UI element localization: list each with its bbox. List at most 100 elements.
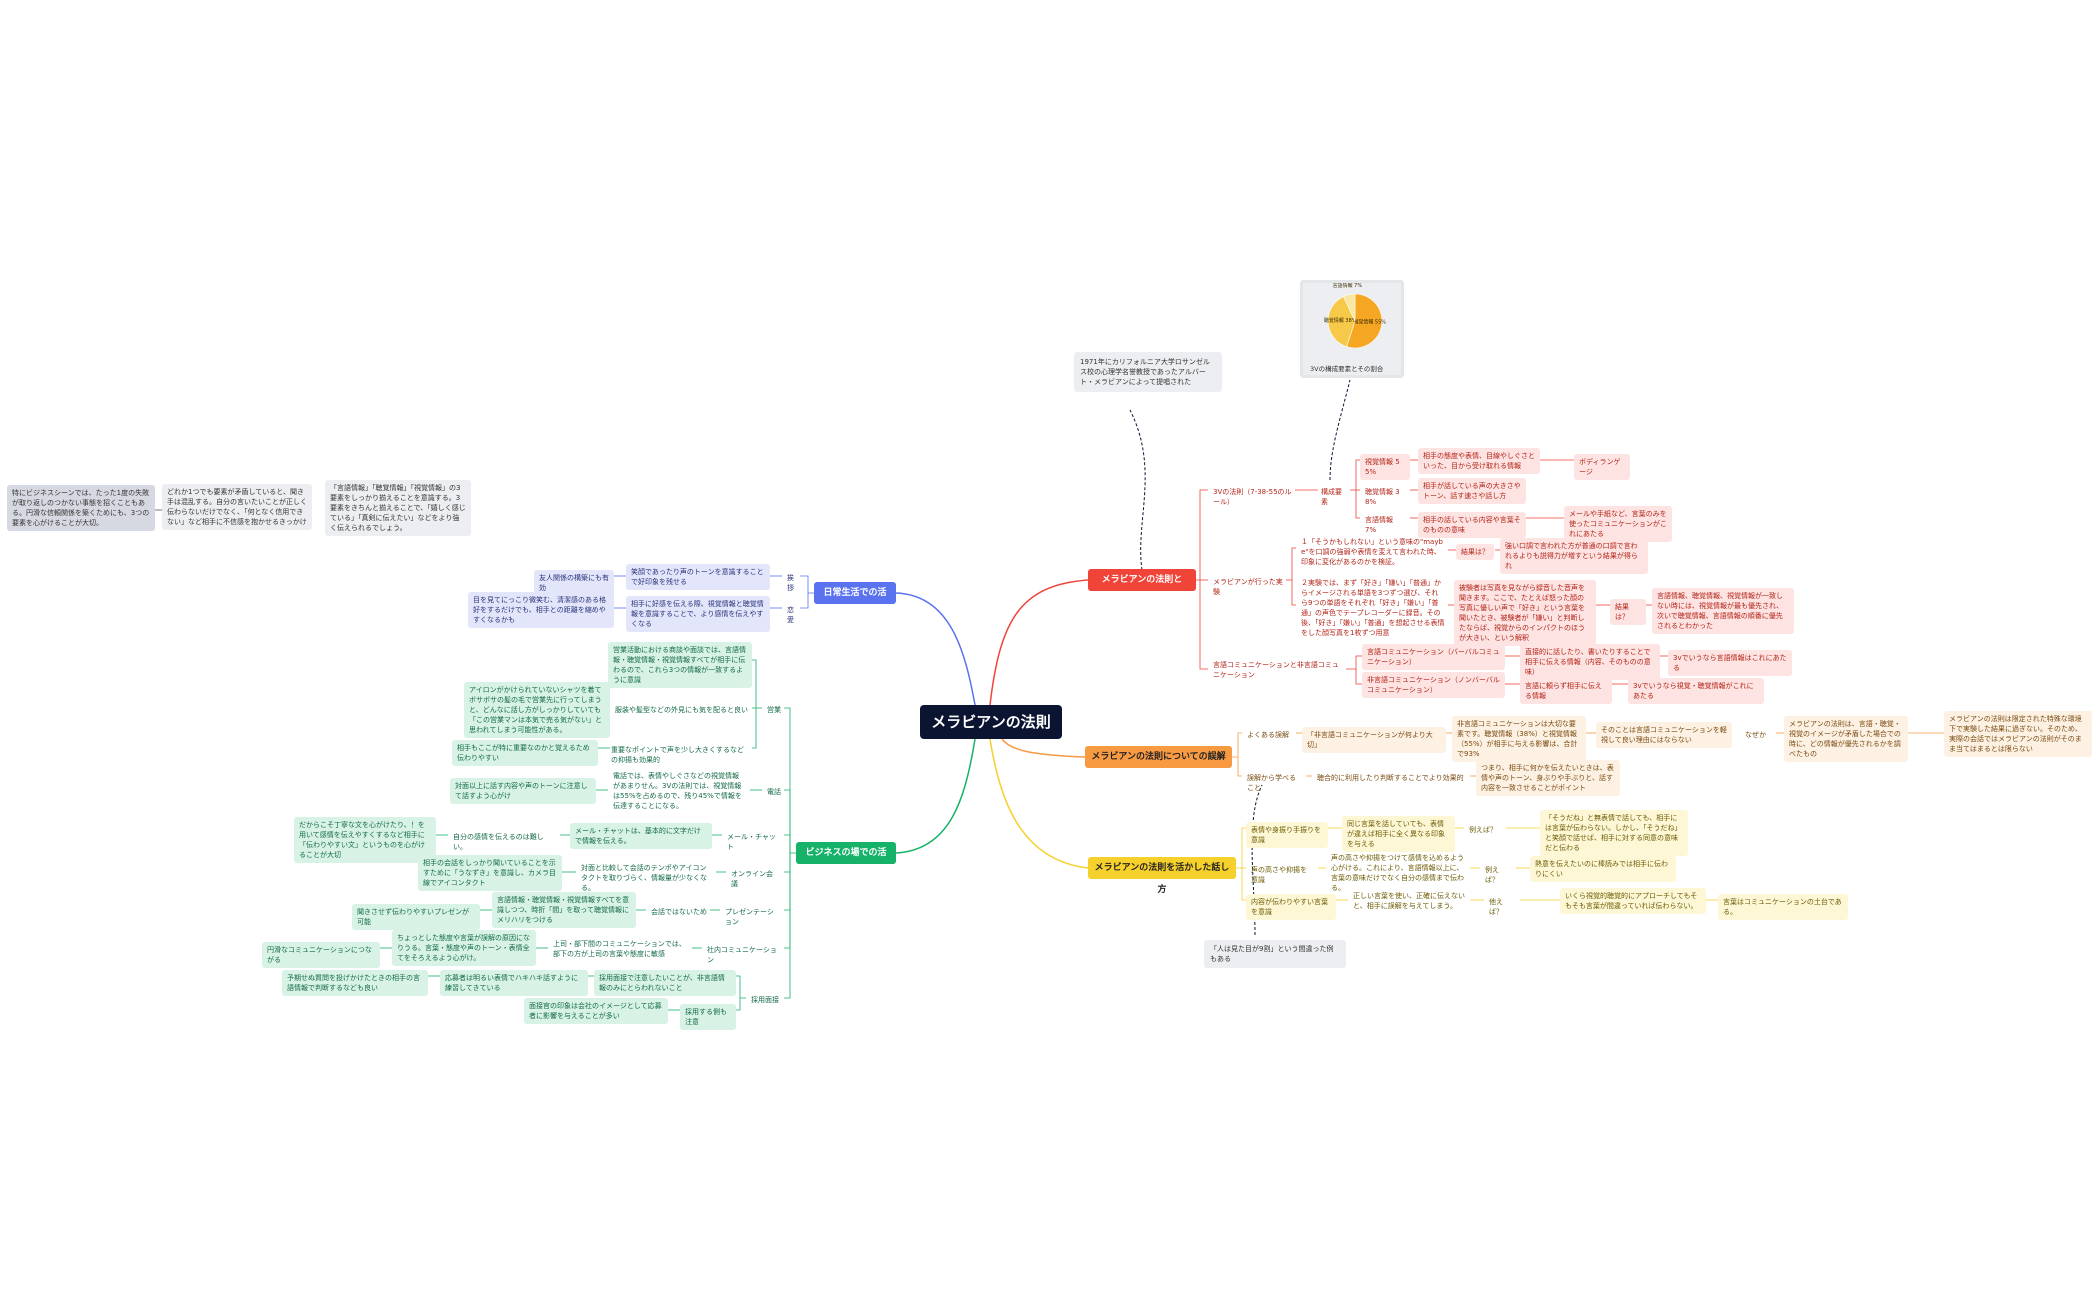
node-gesture[interactable]: 表情や身振り手振りを意識 bbox=[1246, 822, 1328, 848]
node-interviewer-caution[interactable]: 採用する側も注意 bbox=[680, 1004, 736, 1030]
node-sales-appearance-desc[interactable]: アイロンがかけられていないシャツを着てボサボサの髪の毛で営業先に行ってしまうと、… bbox=[464, 682, 610, 738]
node-auditory-38[interactable]: 聴覚情報 38% bbox=[1365, 488, 1400, 506]
node-misunderstanding-quote[interactable]: 「非言語コミュニケーションが何より大切」 bbox=[1302, 727, 1446, 753]
node-experiment[interactable]: メラビアンが行った実験 bbox=[1213, 578, 1283, 596]
node-online-meeting-tip[interactable]: 相手の会話をしっかり聞いていることを示すために「うなずき」を意識し、カメラ目線で… bbox=[418, 855, 562, 891]
node-experiment-2-detail[interactable]: 被験者は写真を見ながら録音した音声を聞きます。ここで、たとえば怒った顔の写真に優… bbox=[1454, 580, 1596, 646]
branch-how-to-talk[interactable]: メラビアンの法則を活かした話し方 bbox=[1088, 857, 1236, 895]
node-verbal-example[interactable]: メールや手紙など、言葉のみを使ったコミュニケーションがこれにあたる bbox=[1564, 506, 1672, 542]
node-nonverbal-important[interactable]: 非言語コミュニケーションは大切な要素です。聴覚情報（38%）と視覚情報（55%）… bbox=[1452, 716, 1586, 762]
branch-daily-life[interactable]: 日常生活での活用 bbox=[814, 582, 896, 620]
node-interview-nonverbal[interactable]: 採用面接で注意したいことが、非言語情報のみにとらわれないこと bbox=[594, 970, 736, 996]
note-three-elements[interactable]: 「言語情報」「聴覚情報」「視覚情報」の3要素をしっかり揃えることを意識する。3要… bbox=[325, 480, 471, 536]
node-visual-desc[interactable]: 相手の態度や表情、目線やしぐさといった、目から受け取れる情報 bbox=[1418, 448, 1540, 474]
node-nonverbal-comm[interactable]: 非言語コミュニケーション（ノンバーバルコミュニケーション） bbox=[1362, 672, 1505, 698]
node-internal-comm[interactable]: 社内コミュニケーション bbox=[707, 946, 777, 964]
node-phone[interactable]: 電話 bbox=[767, 788, 781, 796]
node-visual-55[interactable]: 視覚情報 55% bbox=[1360, 454, 1410, 480]
node-romance[interactable]: 恋愛 bbox=[787, 606, 794, 624]
node-verbal-nonverbal[interactable]: 言語コミュニケーションと非言語コミュニケーション bbox=[1213, 661, 1339, 679]
node-3v-rule[interactable]: 3Vの法則（7-38-55のルール） bbox=[1213, 488, 1292, 506]
pie-slice-1 bbox=[1327, 296, 1356, 348]
node-presentation-not-conversation[interactable]: 会話ではないため bbox=[651, 908, 707, 916]
node-greeting-desc[interactable]: 笑顔であったり声のトーンを意識することで好印象を残せる bbox=[626, 564, 770, 590]
node-sales-intonation[interactable]: 重要なポイントで声を少し大きくするなどの抑揚も効果的 bbox=[611, 746, 744, 764]
node-sales-desc[interactable]: 営業活動における商談や面談では、言語情報・聴覚情報・視覚情報すべてが相手に伝わる… bbox=[608, 642, 752, 688]
node-verbal-7[interactable]: 言語情報 7% bbox=[1365, 516, 1393, 534]
node-presentation-desc[interactable]: 言語情報・聴覚情報・視覚情報すべてを意識しつつ、時折「間」を取って聴覚情報にメリ… bbox=[492, 892, 636, 928]
node-phone-tip[interactable]: 対面以上に話す内容や声のトーンに注意して話すよう心がけ bbox=[450, 778, 596, 804]
node-gesture-desc[interactable]: 同じ言葉を話していても、表情が違えば相手に全く異なる印象を与える bbox=[1342, 816, 1455, 852]
branch-misunderstanding[interactable]: メラビアンの法則についての誤解 bbox=[1085, 746, 1232, 768]
node-voice[interactable]: 声の高さや抑揚を意識 bbox=[1251, 866, 1307, 884]
node-internal-comm-result[interactable]: 円滑なコミュニケーションにつながる bbox=[262, 942, 380, 968]
node-why-answer[interactable]: メラビアンの法則は、言語・聴覚・視覚のイメージが矛盾した場合での時に、どの情報が… bbox=[1784, 716, 1908, 762]
node-experiment-1[interactable]: １「そうかもしれない」という意味の"maybe"を口調の強弱や表情を変えて言われ… bbox=[1301, 538, 1443, 566]
node-lessons-combined[interactable]: 聴合的に利用したり判断することでより効果的 bbox=[1317, 774, 1464, 782]
node-nonverbal-comm-3v[interactable]: 3vでいうなら視覚・聴覚情報がこれにあたる bbox=[1628, 678, 1764, 704]
branch-what-is[interactable]: メラビアンの法則とは？ bbox=[1088, 569, 1196, 607]
node-auditory-desc[interactable]: 相手が話している声の大きさやトーン、話す速さや話し方 bbox=[1418, 478, 1526, 504]
note-contradiction[interactable]: どれか1つでも要素が矛盾していると、聞き手は混乱する。自分の言いたいことが正しく… bbox=[162, 484, 312, 530]
node-words-example[interactable]: 他えば？ bbox=[1489, 898, 1503, 916]
node-nonverbal-comm-desc[interactable]: 言語に頼らず相手に伝える情報 bbox=[1520, 678, 1612, 704]
node-romance-tip[interactable]: 目を見てにっこり微笑む、清潔感のある格好をするだけでも、相手との距離を縮めやすく… bbox=[468, 592, 614, 628]
pie-chart: 視覚情報 55%聴覚情報 38%言語情報 7% bbox=[1324, 283, 1386, 349]
node-romance-desc[interactable]: 相手に好感を伝える際、視覚情報と聴覚情報を意識することで、より感情を伝えやすくな… bbox=[626, 596, 770, 632]
node-greeting-friends[interactable]: 友人関係の構築にも有効 bbox=[534, 570, 614, 596]
node-not-ignore-verbal[interactable]: そのことは言語コミュニケーションを軽視して良い理由にはならない bbox=[1596, 722, 1732, 748]
node-email-emotion[interactable]: 自分の感情を伝えるのは難しい。 bbox=[453, 833, 544, 851]
node-words-example-desc[interactable]: いくら視覚的聴覚的にアプローチしてもそもそも言葉が間違っていれば伝わらない。 bbox=[1560, 888, 1706, 914]
node-internal-comm-tip[interactable]: ちょっとした態度や言葉が誤解の原因になりうる。言葉・態度や声のトーン・表情全てを… bbox=[392, 930, 536, 966]
node-verbal-comm-3v[interactable]: 3vでいうなら言語情報はこれにあたる bbox=[1668, 650, 1792, 676]
node-lessons-point[interactable]: つまり、相手に何かを伝えたいときは、表情や声のトーン、身ぶりや手ぶりと、話す内容… bbox=[1476, 760, 1620, 796]
node-experiment-2[interactable]: ２実験では、まず「好き」「嫌い」「普通」からイメージされる単語を3つずつ選び、そ… bbox=[1301, 579, 1445, 637]
node-lessons[interactable]: 誤解から学べること bbox=[1247, 774, 1296, 792]
node-result-2[interactable]: 結果は？ bbox=[1610, 599, 1646, 625]
node-voice-desc[interactable]: 声の高さや抑揚をつけて感情を込めるよう心がける。これにより、言語情報以上に、言葉… bbox=[1331, 854, 1464, 892]
node-presentation-result[interactable]: 聞きさせず伝わりやすいプレゼンが可能 bbox=[352, 904, 480, 930]
node-limited-experiment[interactable]: メラビアンの法則は限定された特殊な環境下で実験した結果に過ぎない。そのため、実際… bbox=[1944, 711, 2092, 757]
node-verbal-comm-desc[interactable]: 直接的に話したり、書いたりすることで相手に伝える情報（内容、そのものの意味） bbox=[1520, 644, 1660, 680]
branch-business[interactable]: ビジネスの場での活用 bbox=[796, 842, 896, 880]
node-result-1-desc[interactable]: 強い口調で言われた方が普通の口調で言われるよりも説得力が増すという結果が得られ bbox=[1500, 538, 1648, 574]
node-verbal-desc[interactable]: 相手の話している内容や言葉そのものの意味 bbox=[1418, 512, 1526, 538]
node-result-1[interactable]: 結果は？ bbox=[1456, 544, 1494, 560]
node-why[interactable]: なぜか bbox=[1745, 731, 1766, 739]
node-email-emotion-tip[interactable]: だからこそ丁寧な文を心がけたり、！を用いて感情を伝えやすくするなど相手に「伝わり… bbox=[294, 817, 436, 863]
node-gesture-example[interactable]: 例えば？ bbox=[1469, 826, 1497, 834]
note-looks-misconception[interactable]: 「人は見た目が9割」という間違った例もある bbox=[1204, 940, 1346, 968]
node-sales-intonation-desc[interactable]: 相手もここが特に重要なのかと覚えるため伝わりやすい bbox=[452, 740, 598, 766]
node-interview-applicant[interactable]: 応募者は明るい表情でハキハキ話すように練習してきている bbox=[440, 970, 588, 996]
node-internal-comm-desc[interactable]: 上司・部下間のコミュニケーションでは、部下の方が上司の言葉や態度に敏感 bbox=[553, 940, 686, 958]
node-online-meeting[interactable]: オンライン会議 bbox=[731, 870, 773, 888]
node-common-misunderstanding[interactable]: よくある誤解 bbox=[1247, 731, 1289, 739]
node-email-chat-desc[interactable]: メール・チャットは、基本的に文字だけで情報を伝える。 bbox=[570, 823, 712, 849]
node-words-foundation[interactable]: 言葉はコミュニケーションの土台である。 bbox=[1718, 894, 1848, 920]
node-interviewer-impression[interactable]: 面接官の印象は会社のイメージとして応募者に影響を与えることが多い bbox=[524, 998, 668, 1024]
node-presentation[interactable]: プレゼンテーション bbox=[725, 908, 774, 926]
node-verbal-comm[interactable]: 言語コミュニケーション（バーバルコミュニケーション） bbox=[1362, 644, 1505, 670]
node-result-2-desc[interactable]: 言語情報、聴覚情報、視覚情報が一致しない時には、視覚情報が最も優先され、次いで聴… bbox=[1652, 588, 1794, 634]
node-body-language[interactable]: ボディランゲージ bbox=[1574, 454, 1630, 480]
node-greeting[interactable]: 挨拶 bbox=[787, 574, 794, 592]
node-words-desc[interactable]: 正しい言葉を使い、正確に伝えないと、相手に誤解を与えてしまう。 bbox=[1353, 892, 1465, 910]
node-sales-appearance[interactable]: 服装や髪型などの外見にも気を配ると良い bbox=[615, 706, 748, 714]
node-phone-desc[interactable]: 電話では、表情やしぐさなどの視覚情報があまりせん。3Vの法則では、視覚情報は55… bbox=[613, 772, 742, 810]
node-sales[interactable]: 営業 bbox=[767, 706, 781, 714]
note-business-importance[interactable]: 特にビジネスシーンでは、たった1度の失敗が取り返しのつかない事態を招くこともある… bbox=[7, 485, 155, 531]
note-origin[interactable]: 1971年にカリフォルニア大学ロサンゼルス校の心理学名誉教授であったアルバート・… bbox=[1074, 352, 1222, 392]
node-interview[interactable]: 採用面接 bbox=[751, 996, 779, 1004]
node-voice-example[interactable]: 例えば？ bbox=[1485, 866, 1499, 884]
chart-card[interactable]: 視覚情報 55%聴覚情報 38%言語情報 7% 3Vの構成要素とその割合 bbox=[1300, 280, 1404, 378]
node-interview-question[interactable]: 予期せぬ質問を投げかけたときの相手の言語情報で判断するなども良い bbox=[282, 970, 428, 996]
node-email-chat[interactable]: メール・チャット bbox=[727, 833, 776, 851]
node-words[interactable]: 内容が伝わりやすい言葉を意識 bbox=[1246, 894, 1336, 920]
node-online-meeting-desc[interactable]: 対面と比較して会話のテンポやアイコンタクトを取りづらく、情報量が少なくなる。 bbox=[581, 864, 707, 892]
node-voice-example-desc[interactable]: 熱意を伝えたいのに棒読みでは相手に伝わりにくい bbox=[1530, 856, 1676, 882]
pie-slice-2 bbox=[1343, 293, 1356, 322]
node-gesture-example-desc[interactable]: 「そうだね」と無表情で話しても、相手には言葉が伝わらない。しかし、「そうだね」と… bbox=[1540, 810, 1688, 856]
root-topic[interactable]: メラビアンの法則 bbox=[920, 705, 1062, 739]
node-components[interactable]: 構成要素 bbox=[1321, 488, 1342, 506]
